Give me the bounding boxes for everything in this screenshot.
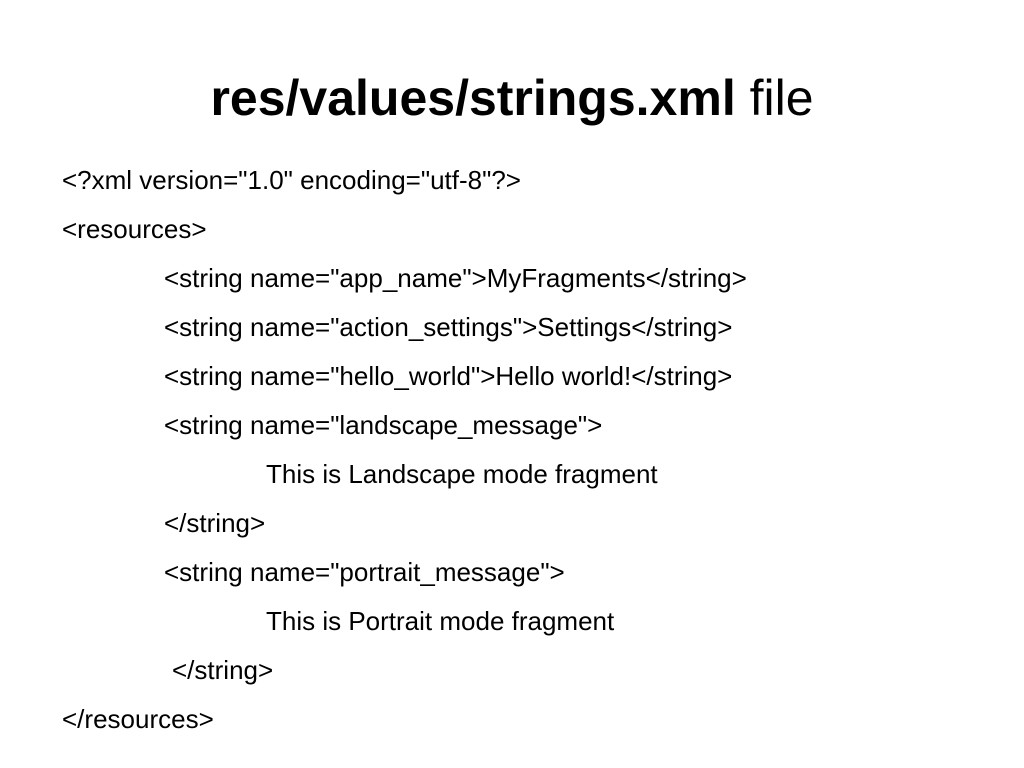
code-line: <resources> bbox=[62, 214, 207, 244]
title-filename: res/values/strings.xml bbox=[210, 70, 736, 126]
code-line: </string> bbox=[172, 655, 274, 685]
code-line: This is Portrait mode fragment bbox=[266, 606, 615, 636]
code-line: <string name="app_name">MyFragments</str… bbox=[164, 263, 747, 293]
code-line: This is Landscape mode fragment bbox=[266, 459, 658, 489]
code-line: </resources> bbox=[62, 704, 214, 734]
code-line: <string name="action_settings">Settings<… bbox=[164, 312, 733, 342]
slide-title: res/values/strings.xml file bbox=[0, 66, 1024, 130]
code-line: <string name="hello_world">Hello world!<… bbox=[164, 361, 733, 391]
code-line: </string> bbox=[164, 508, 266, 538]
code-body: <?xml version="1.0" encoding="utf-8"?> <… bbox=[62, 156, 1002, 744]
title-suffix: file bbox=[749, 70, 814, 126]
code-line: <?xml version="1.0" encoding="utf-8"?> bbox=[62, 165, 521, 195]
code-line: <string name="landscape_message"> bbox=[164, 410, 603, 440]
code-line: <string name="portrait_message"> bbox=[164, 557, 565, 587]
